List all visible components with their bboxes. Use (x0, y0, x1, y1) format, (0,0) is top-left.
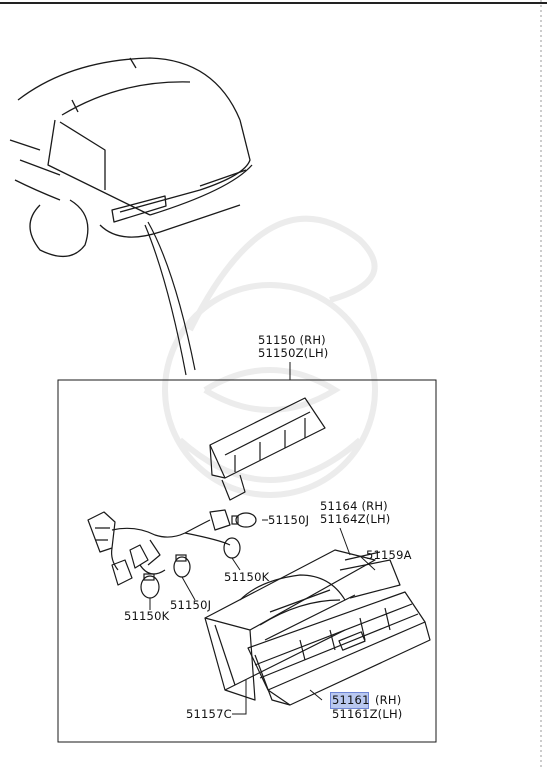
part-number-highlight (330, 692, 369, 709)
bulb-lower-left-label[interactable]: 51150K (124, 609, 170, 623)
assembly-frame (57, 379, 437, 743)
lens-lower-lh-label[interactable]: 51161Z(LH) (332, 707, 403, 721)
lens-upper-rh-label[interactable]: 51164 (RH) (320, 499, 388, 513)
bulb-upper-right (235, 512, 257, 528)
gasket-part (339, 551, 401, 599)
lens-lower-rh-suffix: (RH) (375, 693, 402, 707)
lens-upper-lh-label[interactable]: 51164Z(LH) (320, 512, 391, 526)
housing-label[interactable]: 51157C (186, 707, 232, 721)
bulb-middle-label[interactable]: 51150K (224, 570, 270, 584)
lamp-housing (204, 549, 376, 701)
bulb-upper-right-label[interactable]: 51150J (268, 513, 310, 527)
bulb-lower-middle-label[interactable]: 51150J (170, 598, 212, 612)
wiring-harness (87, 509, 231, 586)
lens-lower-rh-number[interactable]: 51161 (332, 693, 370, 707)
assembly-rh-label[interactable]: 51150 (RH) (258, 333, 326, 347)
lens-part (247, 591, 431, 706)
bracket-part (209, 397, 326, 501)
assembly-lh-label[interactable]: 51150Z(LH) (258, 346, 329, 360)
callout-leaders (149, 519, 376, 715)
car-leader-line (147, 221, 196, 371)
gasket-label[interactable]: 51159A (366, 548, 412, 562)
bulb-middle (223, 537, 241, 559)
car-illustration (9, 57, 253, 257)
watermark-emblem (162, 215, 378, 498)
